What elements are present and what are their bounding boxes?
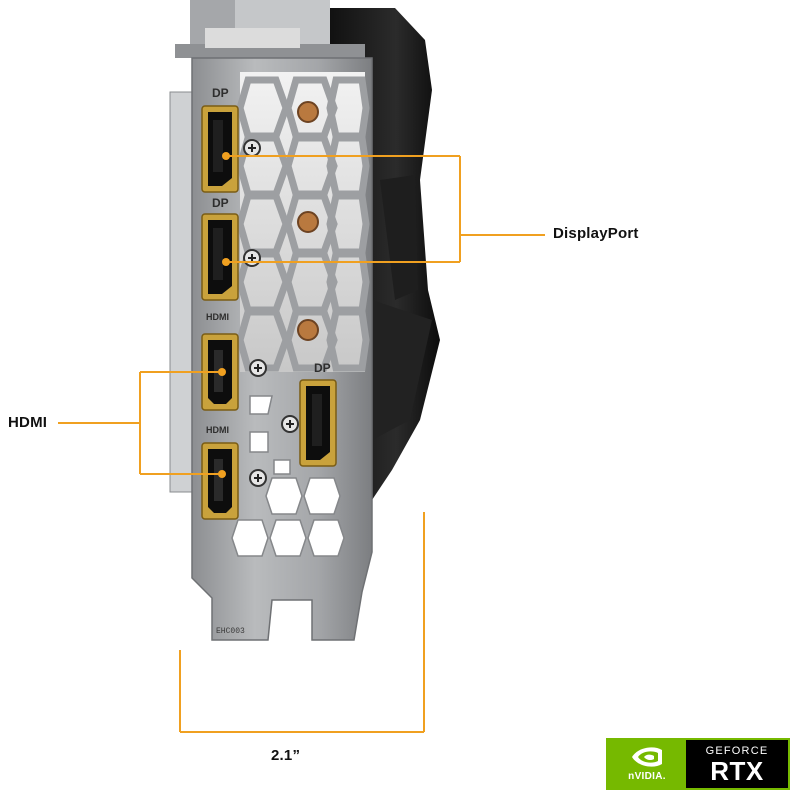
vent-grid: [236, 76, 370, 372]
port-label-dp-right: DP: [314, 361, 331, 375]
displayport-port-1: [201, 105, 239, 193]
nvidia-geforce-rtx-badge: nVIDIA. GEFORCE RTX: [606, 738, 790, 790]
displayport-callout-dots: [222, 152, 230, 266]
bracket-marking: EHC003: [216, 627, 245, 636]
port-label-dp-top: DP: [212, 86, 229, 100]
hdmi-label: HDMI: [8, 414, 48, 431]
hdmi-callout-line: [58, 371, 222, 475]
nvidia-wordmark: nVIDIA.: [628, 771, 666, 782]
screw-icons: [243, 139, 299, 487]
rtx-text: RTX: [710, 756, 764, 786]
hdmi-callout-dots: [218, 368, 226, 478]
displayport-port-2: [201, 213, 239, 301]
width-dimension-line: [179, 512, 425, 733]
hdmi-port-2: [201, 442, 239, 520]
geforce-text: GEFORCE: [705, 745, 769, 757]
width-dimension-label: 2.1”: [271, 747, 301, 764]
nvidia-logo-panel: nVIDIA.: [608, 740, 686, 788]
mounting-tab: [175, 0, 365, 58]
nvidia-eye-icon: [632, 747, 662, 767]
port-label-hdmi-top: HDMI: [206, 312, 229, 322]
displayport-port-3: [299, 379, 337, 467]
displayport-callout-line: [226, 155, 545, 263]
screw-slots: [248, 144, 294, 482]
lower-vents: [231, 395, 345, 557]
port-label-hdmi-bottom: HDMI: [206, 425, 229, 435]
pcb-edge: [169, 91, 193, 493]
port-label-dp-middle: DP: [212, 196, 229, 210]
displayport-label: DisplayPort: [553, 225, 639, 242]
